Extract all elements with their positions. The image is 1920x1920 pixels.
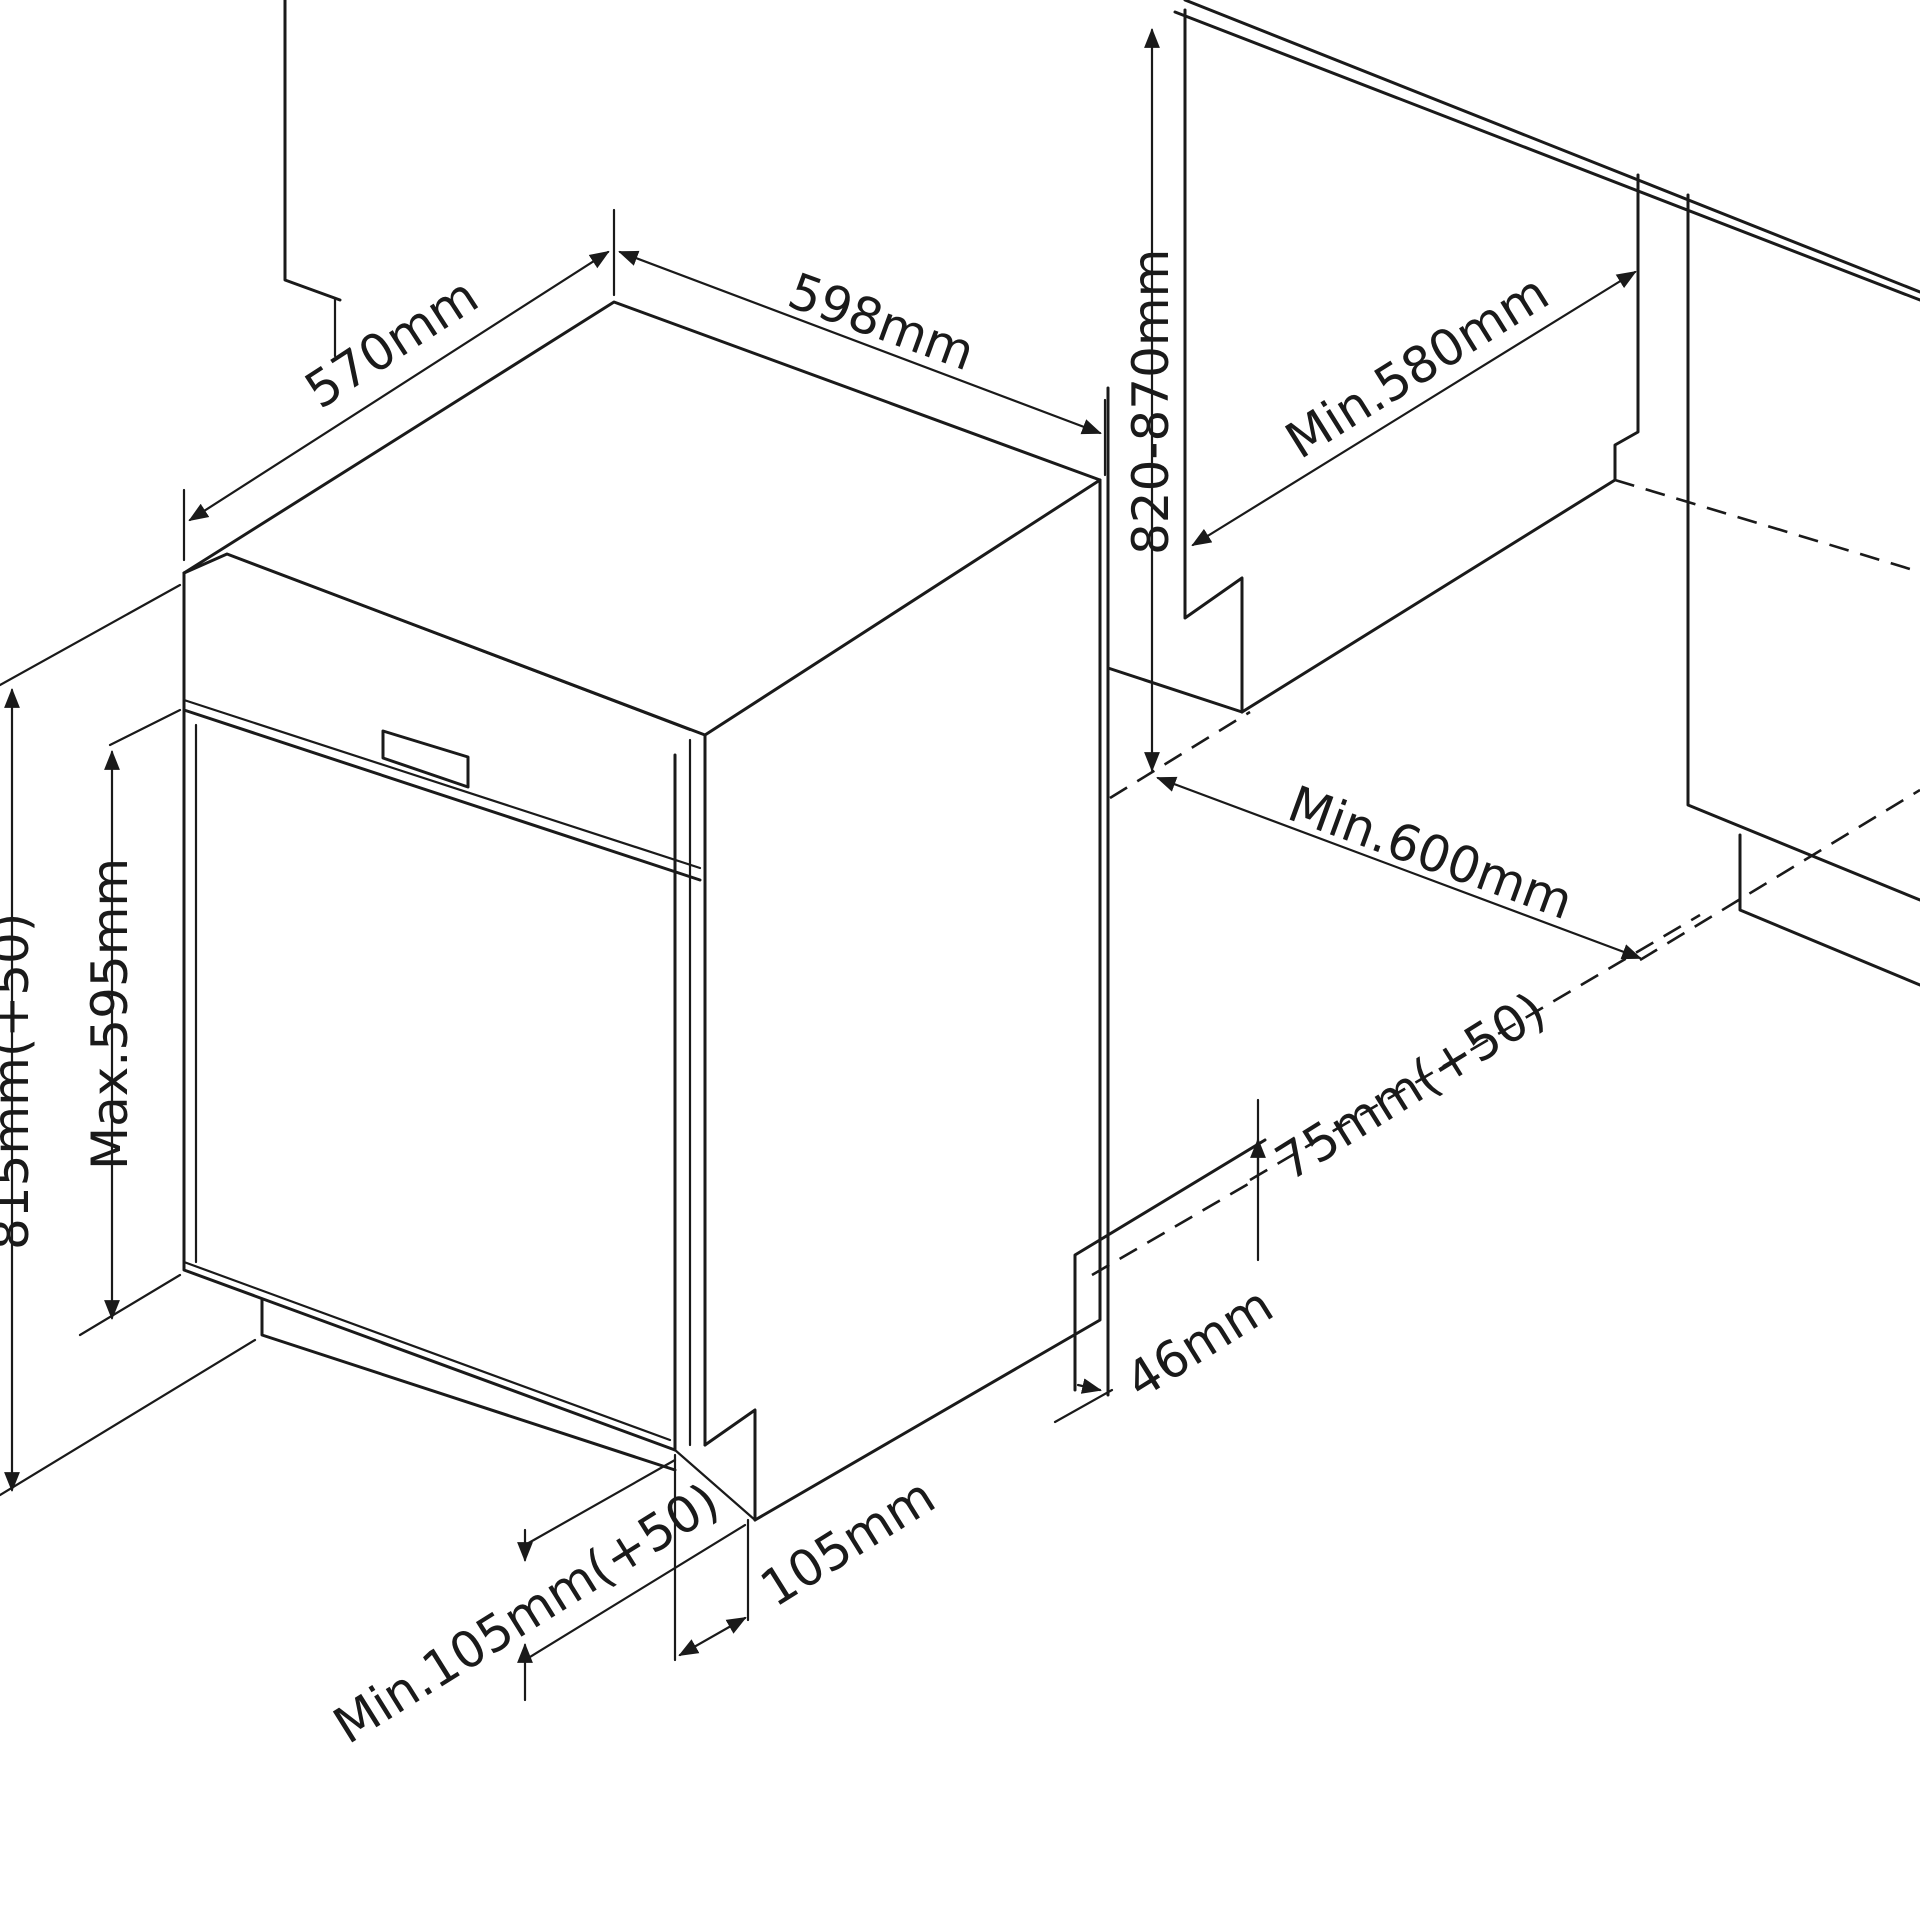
depth-label: 570mm	[295, 266, 488, 420]
unit-height-label: 815mm(+50)	[0, 913, 40, 1250]
plinth-offset-label: 46mm	[1116, 1276, 1283, 1411]
dishwasher-outline	[182, 300, 1102, 1522]
niche-cabinets	[1106, 0, 1920, 1397]
max-door-height-label: Max.595mm	[81, 858, 139, 1170]
toe-kick-label: 105mm	[751, 1467, 945, 1618]
min-toe-kick-label: Min.105mm(+50)	[324, 1472, 730, 1755]
plinth-height-label: 75mm(+50)	[1266, 981, 1556, 1192]
cabinet-height-label: 820-870mm	[1122, 249, 1180, 555]
floor-dashed-lines	[1053, 478, 1920, 1424]
dimension-lines	[0, 28, 1642, 1702]
width-label: 598mm	[781, 262, 982, 382]
min-niche-depth-label: Min.580mm	[1276, 263, 1559, 470]
min-niche-width-label: Min.600mm	[1281, 775, 1580, 931]
left-cabinet	[283, 0, 342, 358]
